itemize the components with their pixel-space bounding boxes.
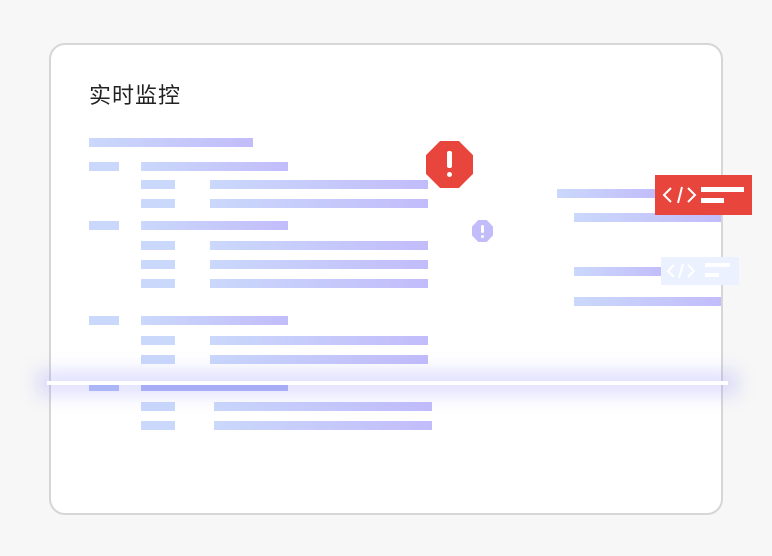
code-brackets-icon [662,186,744,204]
row-value [210,279,428,288]
exclamation-dot [447,172,452,177]
group-line [141,382,288,391]
code-chip-error [655,175,752,215]
row-key [141,336,175,345]
group-label [89,162,119,171]
code-line [574,297,721,306]
row-value [210,241,428,250]
row-key [141,199,175,208]
code-line [574,267,664,276]
code-brackets-icon [666,263,730,279]
group-line [141,162,288,171]
row-value [210,355,428,364]
group-label [89,221,119,230]
group-line [141,316,288,325]
exclamation-stem [481,225,484,233]
row-key [141,355,175,364]
exclamation-dot [481,235,484,238]
row-value [210,180,428,189]
group-line [141,221,288,230]
row-key [141,241,175,250]
group-label [89,316,119,325]
warning-alert-icon [472,220,493,242]
row-value [214,421,432,430]
code-line [574,213,721,222]
row-key [141,402,175,411]
code-line [557,189,657,198]
row-key [141,279,175,288]
row-value [210,199,428,208]
row-key [141,421,175,430]
row-key [141,260,175,269]
error-alert-icon [426,141,473,188]
card-title: 实时监控 [89,84,182,109]
code-chip-faint [661,257,739,285]
group-label [89,382,119,391]
row-value [210,260,428,269]
scan-line [47,381,728,385]
row-value [210,336,428,345]
row-value [214,402,432,411]
exclamation-stem [447,151,452,168]
header-line [89,138,253,147]
row-key [141,180,175,189]
